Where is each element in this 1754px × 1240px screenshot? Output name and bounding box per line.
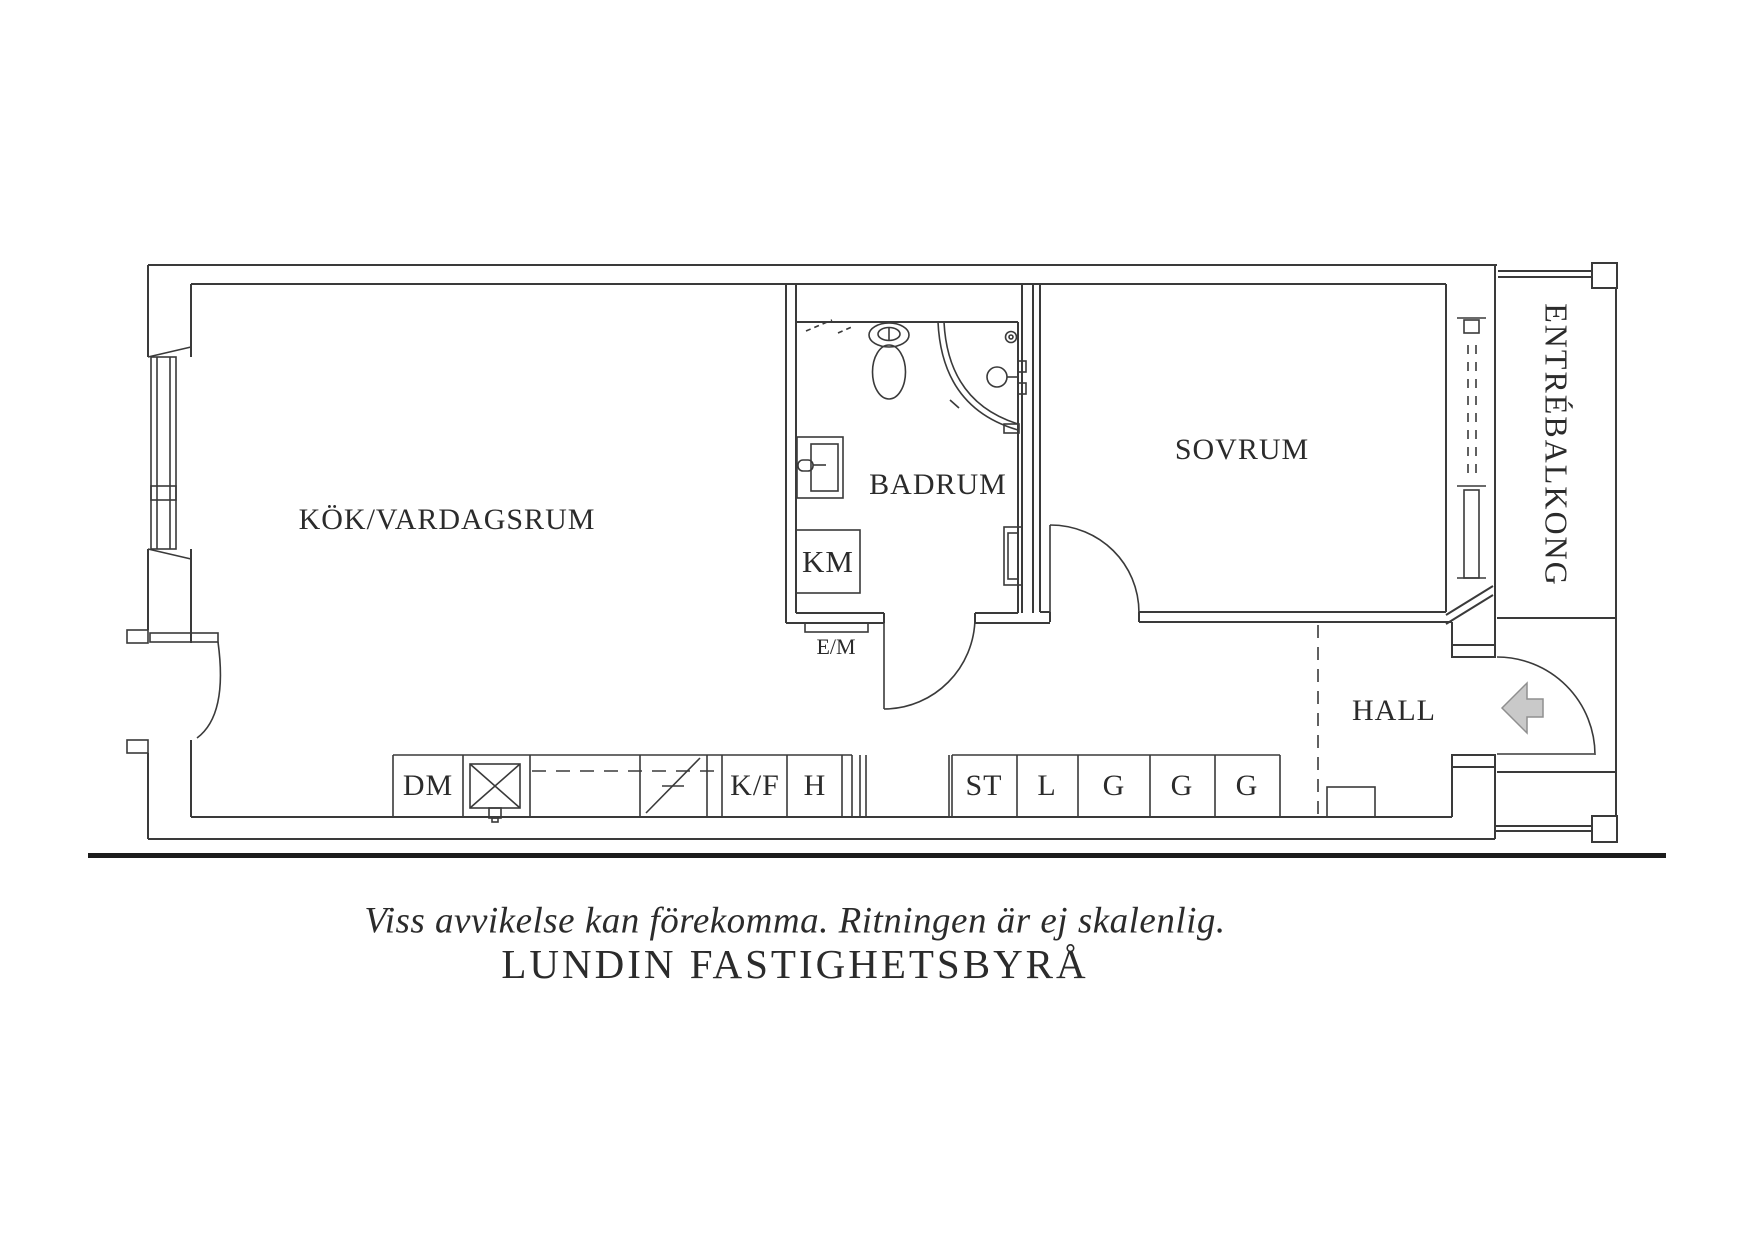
living-room-window <box>147 346 192 560</box>
kitchen-cabinet-row <box>392 754 867 823</box>
living-room-door <box>126 629 222 754</box>
footer-company-name: LUNDIN FASTIGHETSBYRÅ <box>501 941 1089 987</box>
wardrobe-g1-label: G <box>1102 769 1126 802</box>
bathroom-washbasin <box>796 436 844 499</box>
bathroom-label: BADRUM <box>869 468 1007 501</box>
bathroom-wall-cabinet <box>1003 526 1023 586</box>
bathroom-door <box>883 616 976 710</box>
shower-icon <box>805 319 1027 434</box>
electric-meter-box <box>804 622 869 633</box>
closet-l-label: L <box>1037 769 1057 802</box>
footer-disclaimer: Viss avvikelse kan förekomma. Ritningen … <box>364 900 1226 942</box>
fridge-freezer-label: K/F <box>730 769 780 802</box>
entrance-arrow-icon <box>1500 681 1544 735</box>
entry-balcony-label: ENTRÉBALKONG <box>1538 303 1575 587</box>
stove-icon <box>645 757 701 814</box>
hall-label: HALL <box>1352 694 1436 727</box>
washing-machine-label: KM <box>802 544 854 579</box>
toilet-icon <box>868 322 910 400</box>
washing-machine-box <box>795 529 861 594</box>
bedroom-door <box>1049 524 1140 614</box>
tall-cabinet-label: H <box>803 769 827 802</box>
bedroom-label: SOVRUM <box>1174 433 1310 466</box>
entrance-door <box>1496 656 1596 756</box>
bedroom-window <box>1457 317 1486 579</box>
kitchen-sink-icon <box>469 763 521 823</box>
wardrobe-g2-label: G <box>1170 769 1194 802</box>
dishwasher-label: DM <box>402 769 454 802</box>
wardrobe-g3-label: G <box>1235 769 1259 802</box>
electric-meter-label: E/M <box>816 634 856 659</box>
kitchen-living-room-label: KÖK/VARDAGSRUM <box>298 503 596 536</box>
hall-details <box>1317 625 1376 818</box>
footer-divider <box>88 853 1666 858</box>
entry-balcony <box>1495 262 1618 843</box>
closet-st-label: ST <box>965 769 1003 802</box>
hall-closet-row <box>948 754 1281 817</box>
exterior-walls <box>147 264 1497 840</box>
